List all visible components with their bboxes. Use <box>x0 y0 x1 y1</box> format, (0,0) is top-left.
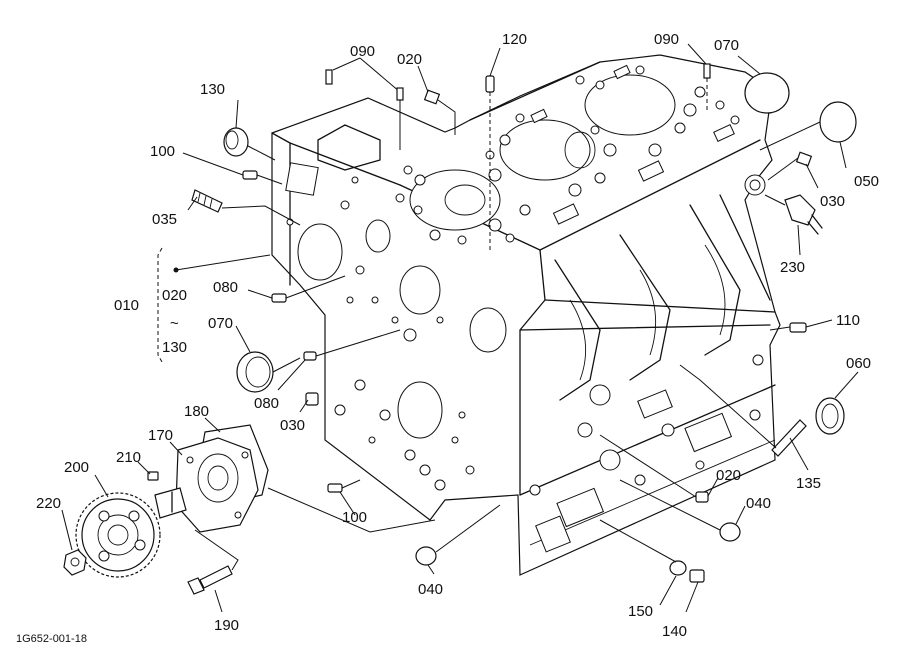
callout-030a: 030 <box>820 193 845 210</box>
callout-120: 120 <box>502 31 527 48</box>
callout-080b: 080 <box>254 395 279 412</box>
seal-060 <box>815 397 845 435</box>
callout-070a: 070 <box>714 37 739 54</box>
cap-040b <box>415 546 437 566</box>
cap-070a <box>744 72 790 114</box>
group-label: 010 <box>114 297 139 314</box>
callout-080a: 080 <box>213 279 238 296</box>
group-range-start: 020 <box>162 287 187 304</box>
callout-100a: 100 <box>150 143 175 160</box>
callout-130: 130 <box>200 81 225 98</box>
callout-040b: 040 <box>418 581 443 598</box>
callout-135: 135 <box>796 475 821 492</box>
plug-030b <box>305 392 319 406</box>
callout-210: 210 <box>116 449 141 466</box>
plug-020a <box>423 89 441 105</box>
callout-140: 140 <box>662 623 687 640</box>
callout-230: 230 <box>780 259 805 276</box>
callout-190: 190 <box>214 617 239 634</box>
plug-020b <box>695 491 709 503</box>
callout-labels: 090 020 120 090 070 130 050 100 030 035 … <box>16 31 879 645</box>
crankcase-webs <box>529 194 771 553</box>
callout-020a: 020 <box>397 51 422 68</box>
pin-110 <box>789 322 807 333</box>
callout-150: 150 <box>628 603 653 620</box>
stud-135 <box>771 419 807 457</box>
bolt-140 <box>689 569 705 583</box>
dowel-pin-090a <box>325 69 333 85</box>
pump-assembly <box>63 424 269 595</box>
plug-030a <box>795 151 813 167</box>
pin-100a <box>242 170 258 180</box>
callout-040a: 040 <box>746 495 771 512</box>
front-face-openings <box>285 124 507 491</box>
callout-180: 180 <box>184 403 209 420</box>
callout-090b: 090 <box>654 31 679 48</box>
callout-030b: 030 <box>280 417 305 434</box>
callout-110: 110 <box>836 312 860 329</box>
callout-050: 050 <box>854 173 879 190</box>
sensor-230 <box>784 194 823 235</box>
callout-220: 220 <box>36 495 61 512</box>
cap-040a <box>719 522 741 542</box>
group-bracket <box>157 247 271 363</box>
plug-130 <box>223 127 249 157</box>
pin-080b <box>303 351 317 361</box>
callout-035: 035 <box>152 211 177 228</box>
pin-100b <box>327 483 343 493</box>
washer-150 <box>669 560 687 576</box>
callout-200: 200 <box>64 459 89 476</box>
figure-code: 1G652-001-18 <box>16 633 87 645</box>
pin-120 <box>485 75 495 93</box>
pin-080a <box>271 293 287 303</box>
callout-090a: 090 <box>350 43 375 60</box>
leader-lines <box>61 43 859 613</box>
cap-050 <box>819 101 857 143</box>
callout-020b: 020 <box>716 467 741 484</box>
group-range-end: 130 <box>162 339 187 356</box>
dowel-pin-090b <box>703 63 711 79</box>
callout-100b: 100 <box>342 509 367 526</box>
callout-060: 060 <box>846 355 871 372</box>
stud-035 <box>191 189 223 213</box>
group-range-sep: ~ <box>170 315 179 332</box>
seal-070b <box>236 351 274 393</box>
callout-170: 170 <box>148 427 173 444</box>
deck-holes <box>395 64 740 245</box>
callout-070b: 070 <box>208 315 233 332</box>
cylinder-block <box>271 54 781 576</box>
